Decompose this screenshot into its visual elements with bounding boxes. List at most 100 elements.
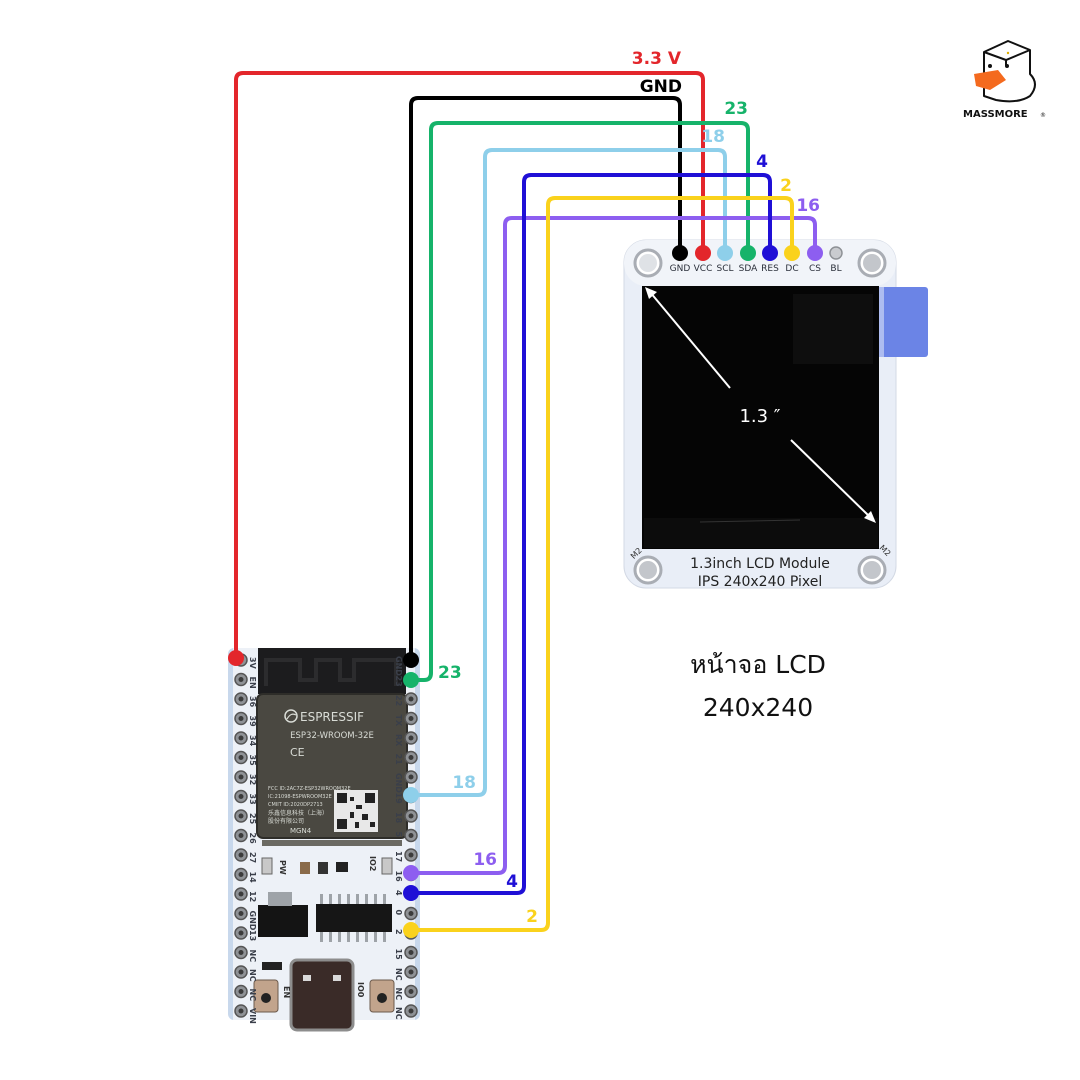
header-pin-hole	[238, 696, 244, 702]
wire-scl	[403, 148, 733, 803]
wire-label-lcd: 3.3 V	[632, 49, 682, 69]
header-pin-hole	[238, 1008, 244, 1014]
io2-led	[381, 857, 393, 875]
wire-label-lcd: 16	[796, 196, 820, 216]
chip-leg	[383, 894, 386, 904]
header-pin-hole	[408, 833, 414, 838]
lcd-pin-connector	[762, 245, 778, 261]
film-highlight	[876, 287, 884, 357]
lcd-pin-label-vcc: VCC	[694, 264, 713, 274]
header-pin-hole	[408, 1008, 414, 1014]
module-line: IC:21098-ESPWROOM32E	[268, 794, 332, 800]
header-pin-hole	[408, 989, 414, 994]
lcd-header-strip	[624, 240, 896, 286]
screen-flex-edge	[644, 518, 878, 548]
module-castellations	[262, 840, 402, 846]
board-pin-label: 17	[394, 851, 403, 862]
lcd-pin-label-cs: CS	[809, 264, 821, 274]
smd-resistor	[318, 862, 328, 874]
board-pin-label: 19	[394, 793, 403, 805]
board-pin-label: 5	[394, 832, 403, 838]
board-pin-label: 18	[394, 812, 403, 824]
regulator-tab	[268, 892, 292, 906]
chip-legs	[320, 894, 386, 942]
chip-leg	[320, 932, 323, 942]
duck-box-icon	[974, 40, 1036, 103]
lcd-pin-connector	[695, 245, 711, 261]
module-line: CMIIT ID:2020DP2713	[268, 802, 323, 808]
board-pin-label: 36	[248, 696, 257, 708]
header-pin-hole	[238, 989, 244, 994]
board-pin-connector	[403, 885, 419, 901]
board-pin-connector	[403, 652, 419, 668]
header-pin-hole	[238, 755, 244, 760]
diagonal-size-label: 1.3 ″	[739, 406, 780, 427]
module-line: 乐鑫信息科技（上海）	[268, 809, 328, 817]
screen-sticker	[793, 294, 873, 364]
board-pin-label: GND	[394, 656, 403, 676]
usb-shell-slot	[333, 975, 341, 981]
wire-path	[411, 121, 750, 682]
module-line: FCC ID:2AC7Z-ESP32WROOM32E	[268, 786, 351, 792]
lcd-pin-connector	[740, 245, 756, 261]
lcd-pin-connector	[784, 245, 800, 261]
header-pin-hole	[238, 813, 244, 819]
lcd-title-line2: IPS 240x240 Pixel	[698, 574, 822, 590]
wire-path	[411, 216, 817, 875]
pw-led	[261, 857, 273, 875]
header-pin-hole	[238, 872, 244, 877]
module-line: 股份有限公司	[268, 817, 304, 825]
wire-label-board: 16	[473, 850, 497, 870]
chip-leg	[320, 894, 323, 904]
header-pin-hole	[238, 891, 244, 897]
io0-button[interactable]	[369, 979, 395, 1013]
en-button[interactable]	[253, 979, 279, 1013]
header-pin-hole	[238, 950, 244, 955]
header-pin-hole	[408, 716, 414, 721]
usb-c-connector[interactable]	[289, 958, 355, 1032]
espressif-logo-icon	[284, 709, 298, 723]
board-pin-label: 14	[248, 872, 257, 884]
flex-line	[699, 519, 801, 523]
ce-mark: CE	[290, 746, 305, 759]
board-pin-connector	[228, 650, 244, 666]
diagonal-arrow-icon	[645, 287, 876, 523]
antenna-trace	[264, 658, 398, 686]
wire-path	[411, 173, 772, 895]
mounting-hole	[633, 248, 663, 278]
wire-label-board: 23	[438, 663, 462, 683]
wire-res	[403, 173, 778, 901]
massmore-logo: MASSMORE ®	[963, 40, 1046, 120]
chip-leg	[329, 932, 332, 942]
board-pin-label: 27	[248, 852, 257, 863]
board-pin-label: NC	[394, 988, 403, 1001]
wire-cs	[403, 216, 823, 881]
board-pin-connector	[403, 865, 419, 881]
board-pin-label: 32	[248, 774, 257, 785]
header-pin-hole	[408, 852, 414, 858]
board-pin-label: GND	[248, 911, 257, 931]
lcd-pin-connector	[672, 245, 688, 261]
header-pin-hole	[238, 930, 244, 936]
header-pin-hole	[408, 969, 414, 975]
board-pin-label: 13	[248, 930, 257, 941]
wire-label-board: 18	[452, 773, 476, 793]
smd-transistor	[336, 862, 348, 872]
chip-leg	[374, 894, 377, 904]
chip-leg	[365, 894, 368, 904]
lcd-pin-label-sda: SDA	[739, 264, 758, 274]
header-pin-hole	[238, 794, 244, 799]
board-pin-label: NC	[248, 950, 257, 963]
board-pin-label: NC	[248, 989, 257, 1002]
antenna-area	[258, 648, 406, 694]
module-model: ESP32-WROOM-32E	[290, 731, 374, 741]
wire-vcc	[228, 71, 711, 666]
chip-leg	[356, 932, 359, 942]
board-pin-label: 34	[248, 735, 257, 747]
voltage-regulator	[258, 905, 308, 937]
chip-leg	[338, 894, 341, 904]
wires	[228, 71, 823, 938]
header-pin-hole	[238, 911, 244, 916]
